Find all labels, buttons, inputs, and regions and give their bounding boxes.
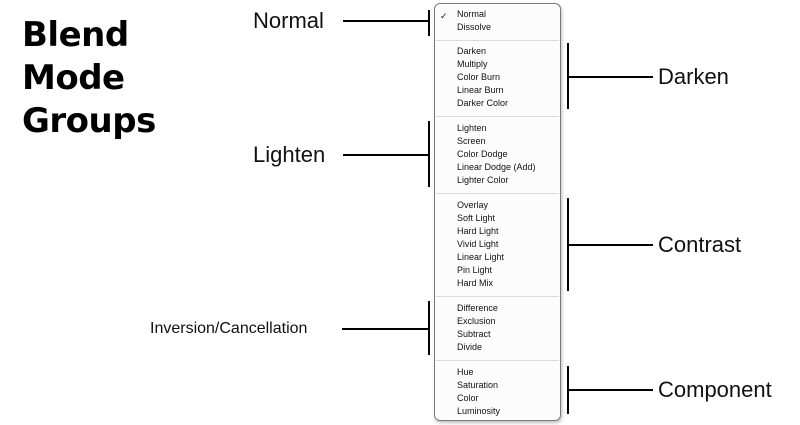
menu-item-screen[interactable]: Screen: [457, 136, 486, 146]
menu-item-color-dodge[interactable]: Color Dodge: [457, 149, 508, 159]
bracket: [428, 121, 430, 187]
menu-item-exclusion[interactable]: Exclusion: [457, 316, 496, 326]
menu-separator: [436, 360, 559, 361]
group-label-darken: Darken: [658, 64, 729, 89]
blend-mode-menu: ✓ Normal Dissolve Darken Multiply Color …: [434, 3, 561, 421]
menu-separator: [436, 116, 559, 117]
diagram-title: Blend Mode Groups: [22, 14, 172, 143]
connector-line: [343, 20, 428, 22]
menu-item-vivid-light[interactable]: Vivid Light: [457, 239, 499, 249]
menu-item-luminosity[interactable]: Luminosity: [457, 406, 501, 416]
menu-item-linear-burn[interactable]: Linear Burn: [457, 85, 504, 95]
menu-item-multiply[interactable]: Multiply: [457, 59, 488, 69]
menu-item-overlay[interactable]: Overlay: [457, 200, 489, 210]
bracket: [428, 301, 430, 355]
connector-line: [567, 389, 653, 391]
menu-item-hard-light[interactable]: Hard Light: [457, 226, 499, 236]
connector-line: [343, 154, 428, 156]
group-label-contrast: Contrast: [658, 232, 742, 257]
connector-line: [342, 328, 428, 330]
menu-item-difference[interactable]: Difference: [457, 303, 498, 313]
title-line: Blend: [22, 15, 129, 55]
title-line: Mode: [22, 58, 125, 98]
menu-item-darker-color[interactable]: Darker Color: [457, 98, 509, 108]
bracket: [428, 10, 430, 36]
checkmark-icon: ✓: [440, 11, 448, 21]
menu-item-subtract[interactable]: Subtract: [457, 329, 491, 339]
title-line: Groups: [22, 101, 156, 141]
menu-item-pin-light[interactable]: Pin Light: [457, 265, 493, 275]
menu-separator: [436, 193, 559, 194]
menu-item-soft-light[interactable]: Soft Light: [457, 213, 496, 223]
menu-item-hue[interactable]: Hue: [457, 367, 474, 377]
menu-separator: [436, 296, 559, 297]
menu-item-darken[interactable]: Darken: [457, 46, 487, 56]
menu-separator: [436, 40, 559, 41]
menu-item-linear-light[interactable]: Linear Light: [457, 252, 505, 262]
menu-item-lighten[interactable]: Lighten: [457, 123, 487, 133]
menu-item-dissolve[interactable]: Dissolve: [457, 22, 492, 32]
menu-item-divide[interactable]: Divide: [457, 342, 483, 352]
group-label-normal: Normal: [253, 8, 324, 33]
group-label-inversion: Inversion/Cancellation: [150, 320, 308, 337]
menu-item-color-burn[interactable]: Color Burn: [457, 72, 501, 82]
menu-item-normal[interactable]: Normal: [457, 9, 487, 19]
menu-item-hard-mix[interactable]: Hard Mix: [457, 278, 494, 288]
connector-line: [567, 244, 653, 246]
connector-line: [567, 76, 653, 78]
menu-item-lighter-color[interactable]: Lighter Color: [457, 175, 509, 185]
menu-item-saturation[interactable]: Saturation: [457, 380, 499, 390]
group-label-component: Component: [658, 377, 772, 402]
group-label-lighten: Lighten: [253, 142, 326, 167]
menu-item-linear-dodge[interactable]: Linear Dodge (Add): [457, 162, 536, 172]
menu-item-color[interactable]: Color: [457, 393, 479, 403]
